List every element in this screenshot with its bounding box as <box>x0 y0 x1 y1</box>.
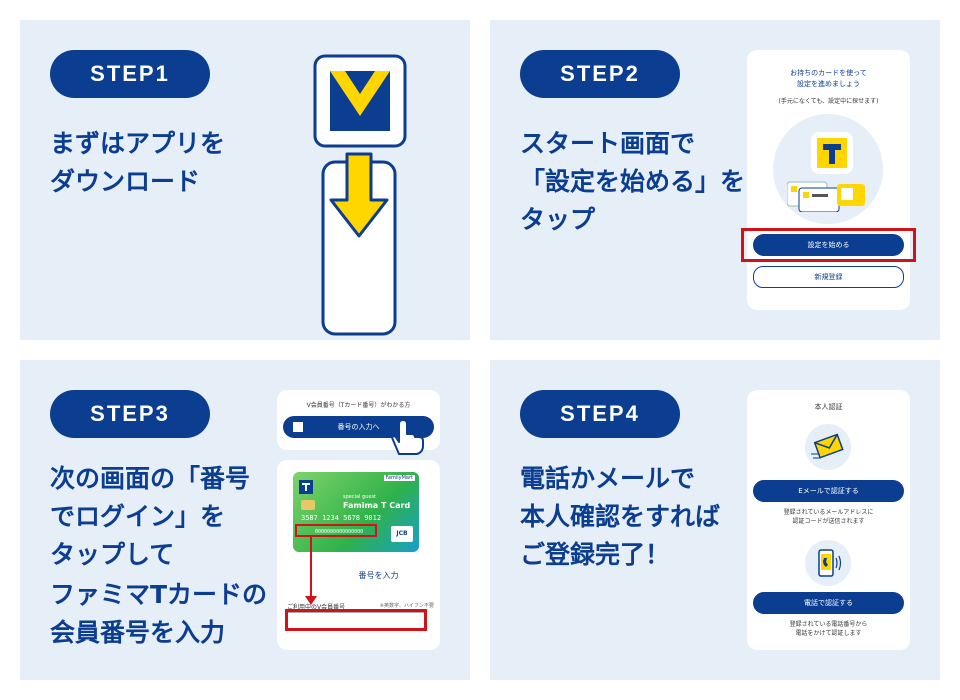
field-label: ご利用中のV会員番号 <box>287 604 346 611</box>
card-number: 3587 1234 5678 9012 <box>301 514 382 522</box>
step2-description: スタート画面で 「設定を始める」を タップ <box>520 129 746 234</box>
member-number-highlight <box>295 524 377 537</box>
step4-panel: STEP4 電話かメールで 本人確認をすれば ご登録完了！ 本人認証 Eメールで… <box>490 360 940 680</box>
step3-panel: STEP3 次の画面の「番号 でログイン」を タップして ファミマTカードの 会… <box>20 360 470 680</box>
step4-badge: STEP4 <box>520 390 680 438</box>
start-screen-heading: お持ちのカードを使って 設定を進めましょう <box>790 69 867 88</box>
number-entry-button[interactable]: 番号の入力へ <box>283 416 434 438</box>
download-illustration <box>313 54 407 336</box>
card-name: Famima T Card <box>343 501 411 510</box>
number-input-screen: FamilyMart special guest Famima T Card 3… <box>277 460 440 650</box>
step3-description: 次の画面の「番号 でログイン」を タップして <box>50 464 251 569</box>
card-member-number: 0000000000000000 <box>315 529 364 535</box>
step4-description: 電話かメールで 本人確認をすれば ご登録完了！ <box>520 464 721 569</box>
tap-hand-icon <box>391 416 424 455</box>
arrow-line <box>310 537 312 599</box>
t-card-icon <box>787 132 865 212</box>
phone-icon-circle <box>805 540 851 586</box>
step1-description: まずはアプリを ダウンロード <box>50 129 226 196</box>
card-brand: FamilyMart <box>383 475 415 481</box>
app-icon <box>313 54 407 148</box>
email-verify-note: 登録されているメールアドレスに 認証コードが送信されます <box>783 509 874 525</box>
input-field-highlight <box>285 609 427 631</box>
field-note: ※英数字、ハイフン不要 <box>379 603 434 609</box>
step2-panel: STEP2 スタート画面で 「設定を始める」を タップ お持ちのカードを使って … <box>490 20 940 340</box>
down-arrow-icon <box>305 596 317 605</box>
email-verify-button[interactable]: Eメールで認証する <box>753 480 904 502</box>
verification-title: 本人認証 <box>814 403 843 411</box>
card-t-logo <box>299 480 313 494</box>
login-screen-top: V会員番号（Tカード番号）がわかる方 番号の入力へ <box>277 390 440 455</box>
phone-verify-button[interactable]: 電話で認証する <box>753 592 904 614</box>
verification-screen-mockup: 本人認証 Eメールで認証する 登録されているメールアドレスに 認証コードが送信さ… <box>747 390 910 650</box>
step1-panel: STEP1 まずはアプリを ダウンロード <box>20 20 470 340</box>
email-icon-circle <box>805 424 851 470</box>
start-button-highlight <box>741 228 916 262</box>
card-chip <box>301 500 315 510</box>
step2-badge: STEP2 <box>520 50 680 98</box>
down-arrow-icon <box>329 152 389 238</box>
number-entry-label: 番号の入力へ <box>337 423 380 431</box>
card-network-logo: JCB <box>391 526 413 542</box>
step3-badge: STEP3 <box>50 390 210 438</box>
start-screen-note: (手元になくても、設定中に探せます) <box>778 98 879 105</box>
step3-description-2: ファミマTカードの 会員番号を入力 <box>50 580 268 647</box>
famima-t-card: FamilyMart special guest Famima T Card 3… <box>293 472 419 552</box>
start-screen-mockup: お持ちのカードを使って 設定を進めましょう (手元になくても、設定中に探せます)… <box>747 50 910 310</box>
start-setup-button[interactable]: 設定を始める <box>753 234 904 256</box>
card-guest: special guest <box>343 494 377 500</box>
new-registration-button[interactable]: 新規登録 <box>753 266 904 288</box>
email-icon <box>811 433 844 459</box>
input-heading: 番号を入力 <box>358 571 399 580</box>
step1-badge: STEP1 <box>50 50 210 98</box>
card-number-prompt: V会員番号（Tカード番号）がわかる方 <box>306 402 411 409</box>
phone-icon <box>818 549 842 577</box>
t-logo-icon <box>293 422 303 432</box>
phone-verify-note: 登録されている電話番号から 電話をかけて認証します <box>789 621 868 637</box>
